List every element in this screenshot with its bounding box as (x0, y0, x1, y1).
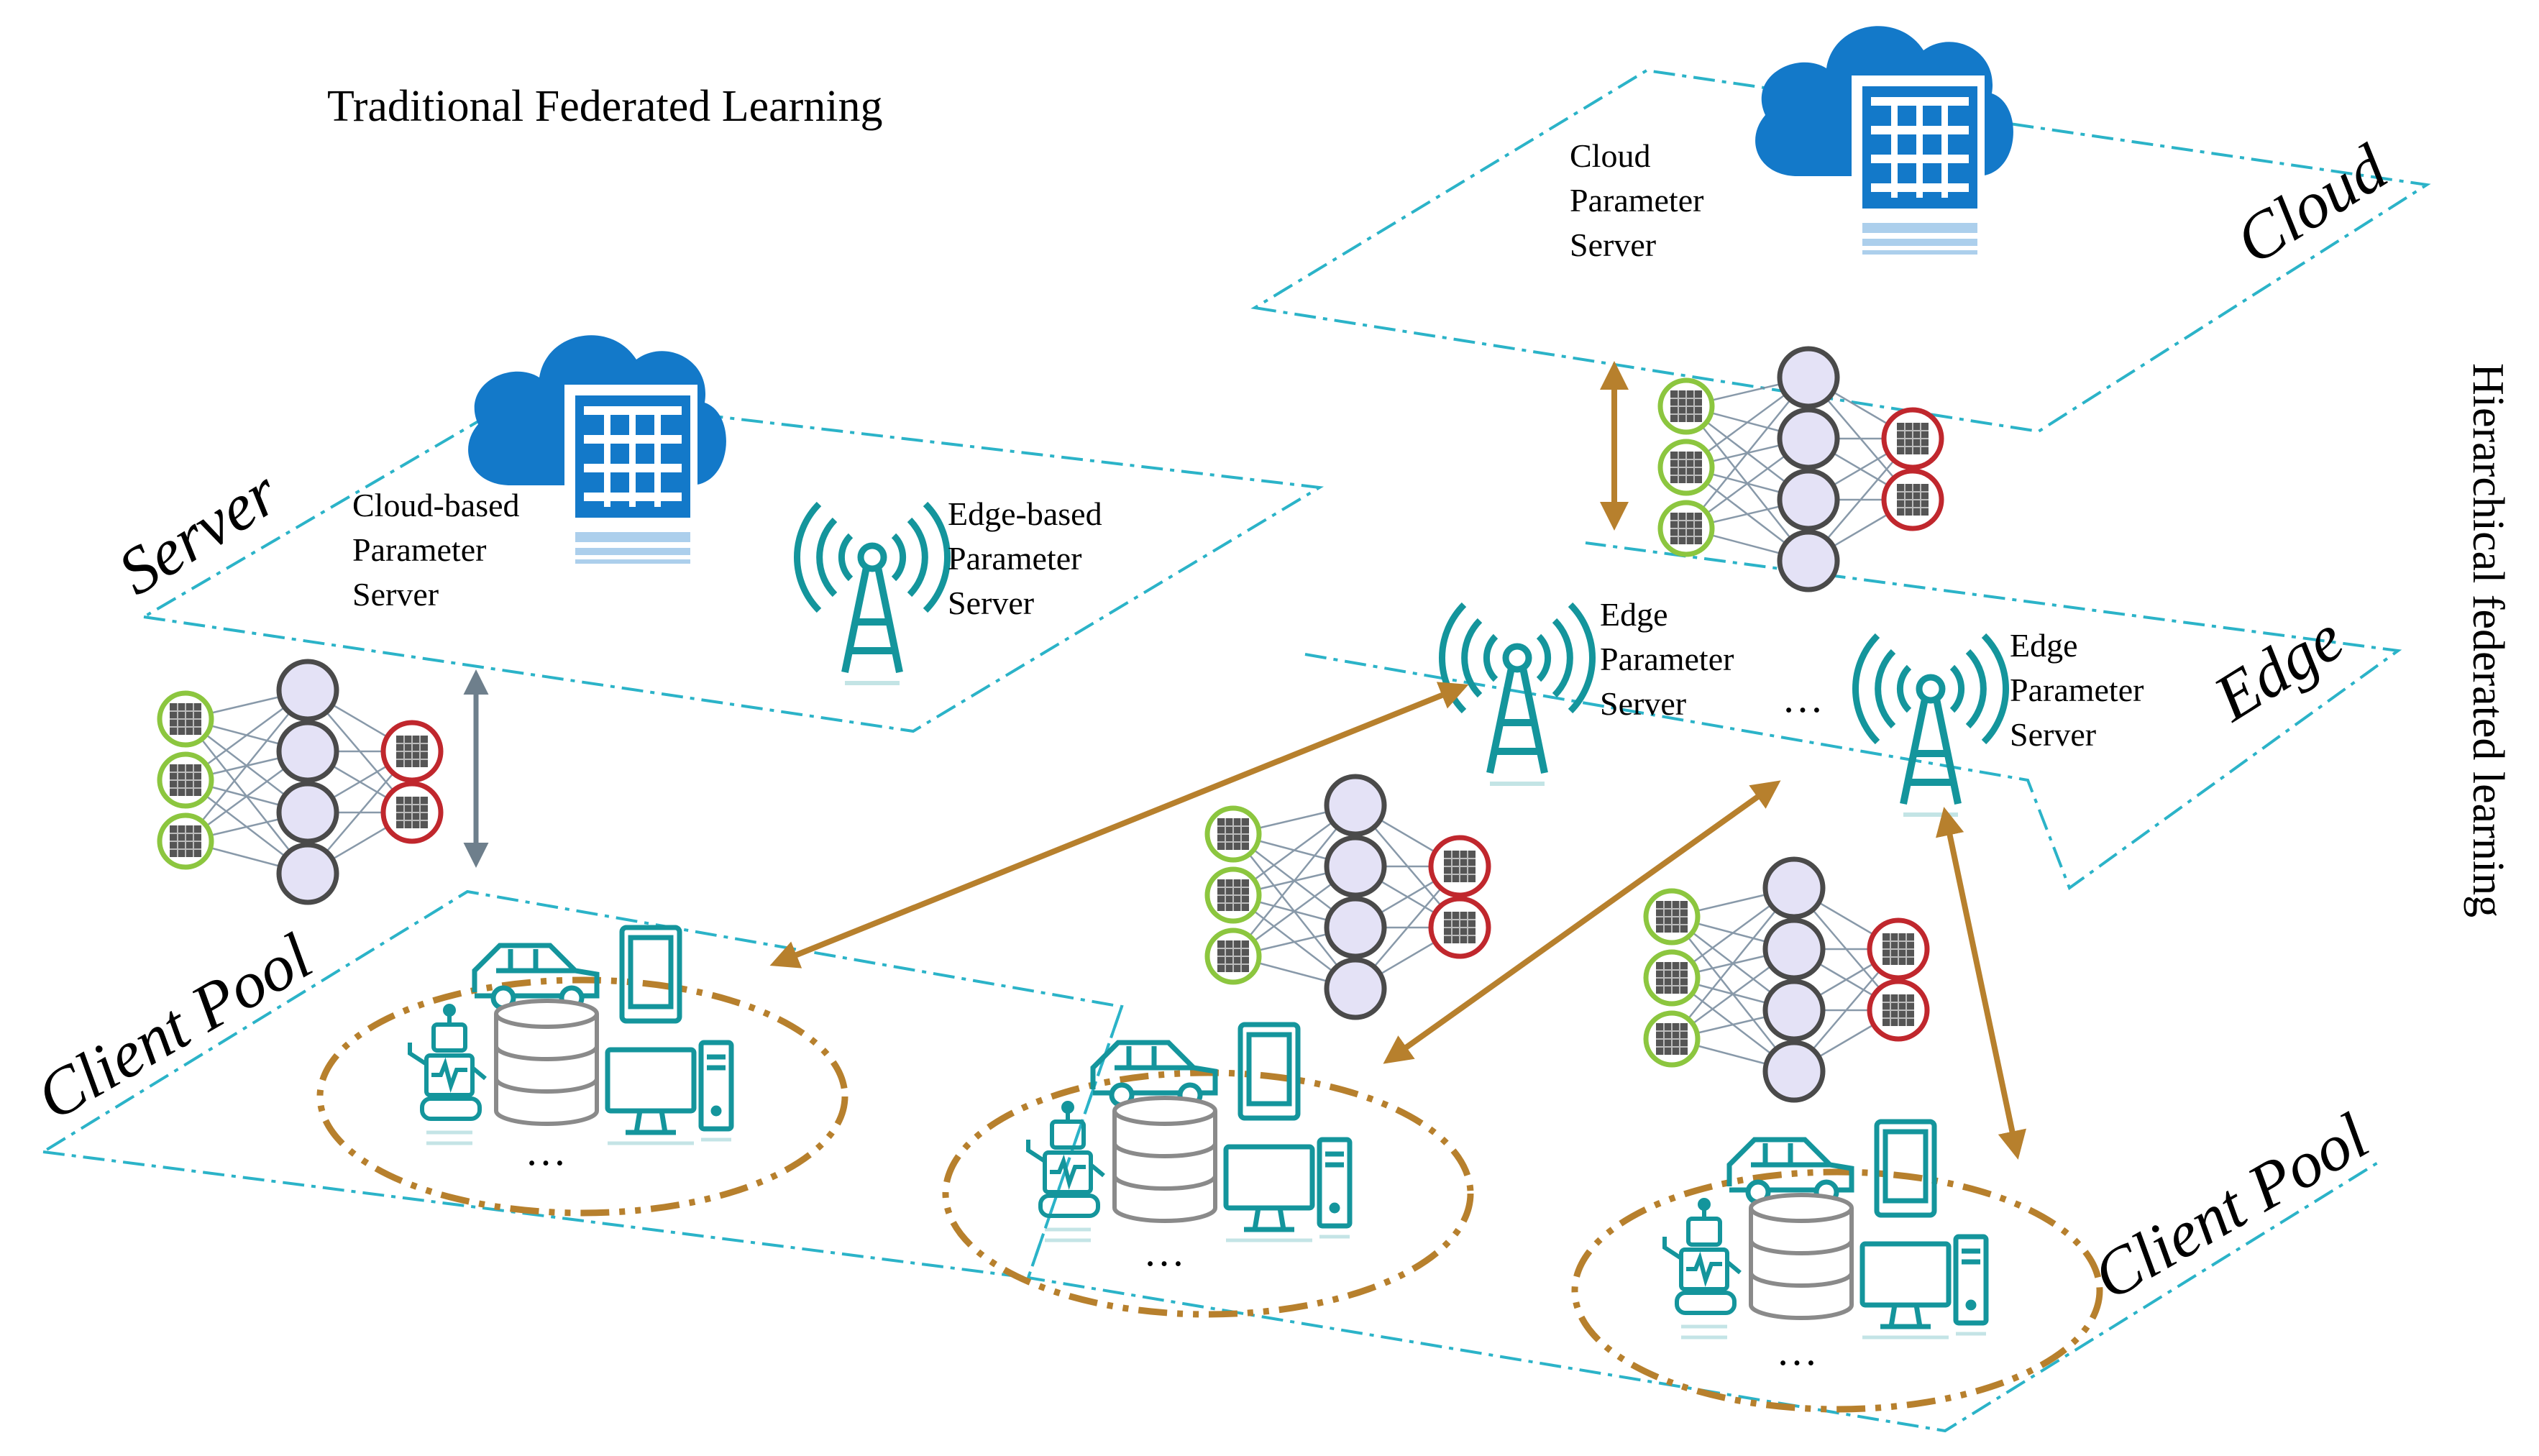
edge-servers-ellipsis: … (1782, 674, 1824, 721)
right-client-devices (1665, 1122, 1986, 1337)
left-cloud-server-icon (468, 335, 726, 564)
layer-label-client-pool-left: Client Pool (24, 919, 324, 1134)
right-cloud-plane (1250, 68, 2431, 434)
page-title: Traditional Federated Learning (327, 82, 883, 131)
left-neural-network-icon (160, 661, 441, 902)
left-edge-server-label-1: Edge-based (948, 495, 1102, 532)
left-cloud-server-label-1: Cloud-based (352, 487, 520, 523)
edge-server-2-label-3: Server (2010, 716, 2096, 753)
left-edge-tower-icon (797, 504, 947, 683)
right-cloud-neural-network-icon (1660, 349, 1941, 590)
left-server-plane (139, 392, 1325, 733)
right-edge-tower-2-icon (1855, 636, 2005, 815)
left-edge-server-label-2: Parameter (948, 540, 1081, 577)
middle-pool-arrow (1383, 780, 1781, 1064)
layer-label-client-pool-right: Client Pool (2081, 1099, 2380, 1314)
right-cloud-server-icon (1755, 26, 2013, 255)
right-client-pool-ellipse (1571, 1168, 2103, 1413)
middle-client-devices (1028, 1025, 1350, 1240)
right-client-ellipsis: … (1776, 1327, 1818, 1374)
layer-label-cloud: Cloud (2223, 130, 2400, 278)
left-client-devices (410, 928, 731, 1143)
edge-server-2-label-2: Parameter (2010, 672, 2144, 708)
edge-server-1-label-2: Parameter (1600, 641, 1734, 677)
left-cloud-server-label-2: Parameter (352, 531, 486, 568)
edge-2-to-right-pool-arrow (1936, 807, 2026, 1160)
right-cloud-server-label-1: Cloud (1570, 137, 1650, 174)
middle-client-ellipsis: … (1143, 1228, 1185, 1275)
right-edge-tower-1-icon (1442, 605, 1592, 784)
right-cloud-server-label-3: Server (1570, 226, 1656, 263)
right-cloud-server-label-2: Parameter (1570, 182, 1703, 219)
left-cloud-server-label-3: Server (352, 576, 439, 613)
layer-planes (39, 68, 2431, 1433)
right-edge-neural-network-1-icon (1207, 777, 1488, 1017)
right-edge-plane (1304, 541, 2402, 891)
left-edge-server-label-3: Server (948, 585, 1034, 621)
layer-label-edge: Edge (2200, 600, 2356, 736)
left-client-ellipsis: … (525, 1127, 567, 1174)
edge-server-1-label-3: Server (1600, 685, 1686, 722)
side-title: Hierarchical federated learning (2463, 363, 2512, 917)
edge-server-1-label-1: Edge (1600, 596, 1668, 633)
middle-client-pool-ellipse (942, 1069, 1474, 1318)
left-client-pool-ellipse (316, 976, 848, 1217)
left-pool-to-edge-1-arrow (769, 682, 1469, 969)
edge-server-2-label-1: Edge (2010, 627, 2078, 664)
right-edge-neural-network-2-icon (1646, 859, 1927, 1100)
client-edge-arrows (769, 682, 2026, 1160)
